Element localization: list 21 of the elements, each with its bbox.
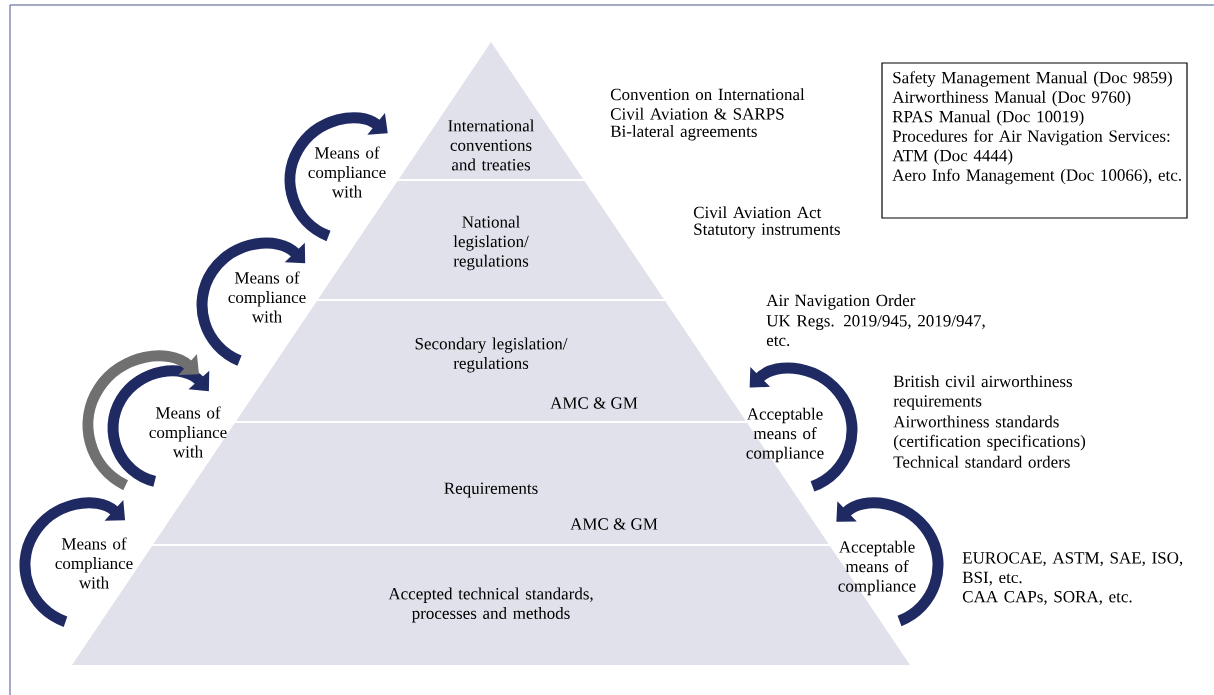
side-note: Convention on International Civil Aviation & SARPS — [610, 88, 805, 120]
node-label: AMC & GM — [550, 397, 638, 409]
side-note: UK Regs. 2019/945, 2019/947, etc. — [766, 315, 985, 347]
node-label: Requirements — [444, 482, 538, 498]
node-label: International conventions and treaties — [448, 119, 535, 171]
side-note: Bi-lateral agreements — [610, 125, 757, 141]
reference-box: Safety Management Manual (Doc 9859) Airworthiness Manual (Doc 9760) RPAS Manual (Doc 10019) Procedures for Air Navigation Services: ATM (Doc 4444) Aero Info Management (Doc 10066), etc. — [881, 62, 1188, 219]
side-note: CAA CAPs, SORA, etc. — [962, 590, 1132, 605]
node-label: Secondary legislation/ regulations — [415, 337, 568, 373]
side-note: Technical standard orders — [893, 455, 1070, 468]
side-note: British civil airworthiness requirements — [893, 375, 1073, 411]
node-label: AMC & GM — [570, 518, 658, 530]
pyramid-level: International conventions and treaties — [398, 42, 584, 179]
side-note: Civil Aviation Act — [693, 206, 822, 219]
side-note: Statutory instruments — [694, 223, 840, 239]
side-note: Airworthiness standards (certification specifications) — [893, 415, 1086, 451]
node-label: Accepted technical standards, processes and methods — [388, 587, 593, 623]
curved-arrow — [82, 350, 199, 490]
node-label: National legislation/ regulations — [453, 215, 529, 271]
side-note: Air Navigation Order — [766, 294, 916, 310]
side-note: EUROCAE, ASTM, SAE, ISO, BSI, etc. — [962, 552, 1183, 586]
